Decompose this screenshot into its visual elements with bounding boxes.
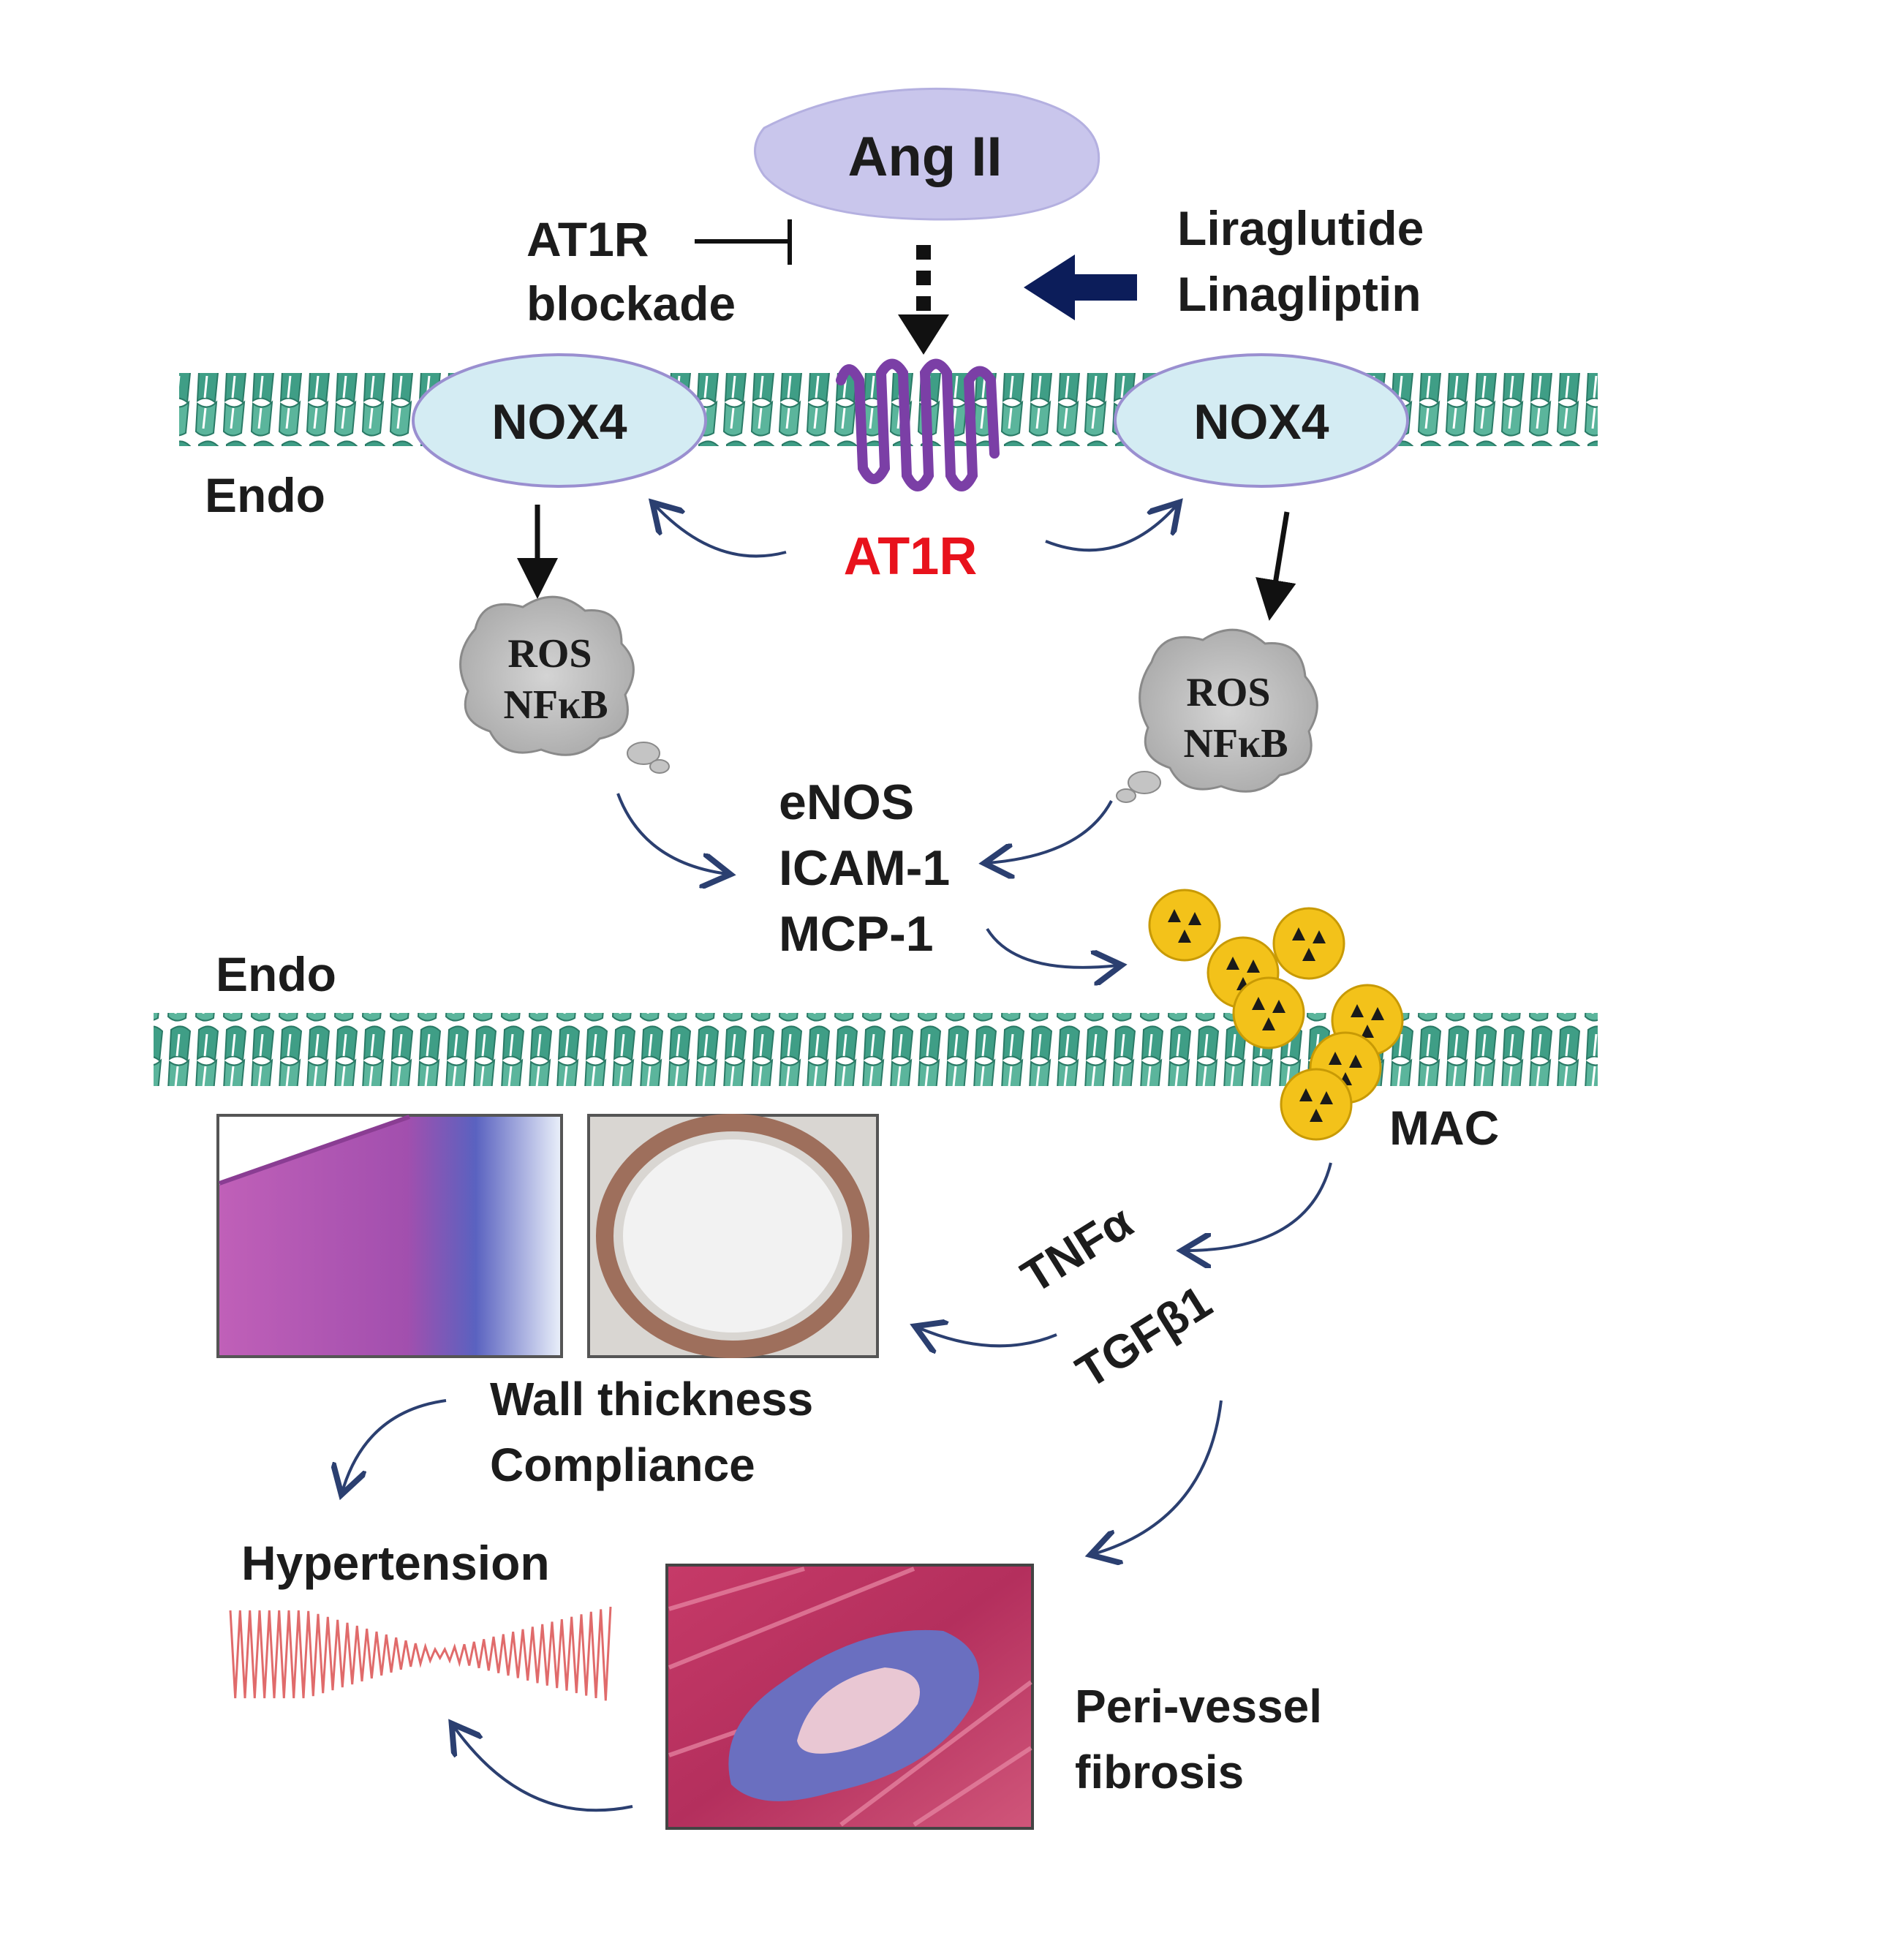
arrow-wall-to-hypertension xyxy=(342,1399,447,1492)
nox4-left-label: NOX4 xyxy=(491,394,627,450)
macrophage-nucleus xyxy=(1299,1088,1313,1101)
macrophage-cell xyxy=(1232,976,1305,1049)
mediators: eNOS ICAM-1 MCP-1 xyxy=(779,774,950,962)
at1r-blockade: AT1R blockade xyxy=(526,212,792,331)
macrophage-cell xyxy=(1148,889,1221,962)
drugs-block: Liraglutide Linagliptin xyxy=(1024,201,1424,321)
macrophage-nucleus xyxy=(1178,930,1191,943)
arrow-mac-to-cytokines xyxy=(1185,1162,1332,1251)
macrophage-nucleus xyxy=(1310,1109,1323,1122)
ang-ii-activation-arrow xyxy=(898,245,949,355)
macrophage-nucleus xyxy=(1272,1000,1285,1013)
ang-ii-ligand: Ang II xyxy=(754,87,1100,221)
macrophage-cluster xyxy=(1148,889,1404,1141)
ros-left-ros: ROS xyxy=(507,631,592,676)
arrow-ros-right-to-mediators xyxy=(987,800,1113,863)
mediator-mcp1: MCP-1 xyxy=(779,906,934,962)
macrophage-cell xyxy=(1272,907,1345,980)
macrophage-nucleus xyxy=(1329,1052,1342,1065)
arrow-cytokines-to-fibrosis xyxy=(1093,1400,1223,1554)
ros-cloud-right: ROS NFκB xyxy=(1116,628,1318,803)
mediator-enos: eNOS xyxy=(779,774,914,830)
macrophage-nucleus xyxy=(1247,960,1260,973)
macrophage-nucleus xyxy=(1313,930,1326,943)
ros-left-nfkb: NFκB xyxy=(503,682,608,728)
ang-ii-label: Ang II xyxy=(847,126,1002,188)
mac-label: MAC xyxy=(1389,1101,1499,1155)
hypertension-label: Hypertension xyxy=(241,1536,550,1590)
macrophage-nucleus xyxy=(1188,912,1201,925)
macrophage-nucleus xyxy=(1349,1055,1362,1068)
wall-histology-image-1 xyxy=(216,1114,563,1358)
macrophage-nucleus xyxy=(1361,1025,1374,1038)
arrow-fibrosis-to-hypertension xyxy=(453,1726,633,1812)
arrow-cytokines-to-wall xyxy=(918,1327,1057,1346)
wall-thickness-label: Wall thickness xyxy=(490,1373,813,1425)
nox4-left: NOX4 xyxy=(412,353,707,488)
macrophage-nucleus xyxy=(1292,927,1305,941)
arrow-ros-left-to-mediators xyxy=(616,793,728,874)
cytokine-tgfb1: TGFβ1 xyxy=(1067,1275,1220,1398)
arrow-at1r-to-nox4-right xyxy=(1045,505,1177,552)
perivessel-fibrosis-image xyxy=(665,1564,1034,1830)
macrophage-nucleus xyxy=(1168,909,1181,922)
blockade-line-2: blockade xyxy=(526,276,736,331)
arrow-nox4-right-to-ros xyxy=(1255,511,1296,621)
arrow-at1r-to-nox4-left xyxy=(654,505,787,558)
fibrosis-label: fibrosis xyxy=(1075,1746,1244,1798)
pressure-wave xyxy=(229,1606,612,1701)
macrophage-cell xyxy=(1280,1068,1353,1141)
perivessel-label: Peri-vessel xyxy=(1075,1680,1322,1733)
macrophage-nucleus xyxy=(1320,1091,1333,1104)
ros-right-ros: ROS xyxy=(1186,670,1270,715)
macrophage-nucleus xyxy=(1262,1017,1275,1030)
hypertension-pressure-trace xyxy=(229,1606,612,1701)
endo-bottom-label: Endo xyxy=(216,947,336,1001)
macrophage-nucleus xyxy=(1302,948,1315,961)
macrophage-nucleus xyxy=(1371,1007,1384,1020)
drug-inhibit-arrow xyxy=(1024,255,1137,320)
macrophage-nucleus xyxy=(1252,997,1265,1010)
drug-liraglutide: Liraglutide xyxy=(1177,201,1424,255)
ros-right-nfkb: NFκB xyxy=(1183,721,1288,766)
nox4-right: NOX4 xyxy=(1114,353,1409,488)
wall-histology-image-2 xyxy=(587,1114,879,1358)
macrophage-nucleus xyxy=(1226,957,1239,970)
at1r-receptor-icon xyxy=(836,358,1000,491)
mediator-icam1: ICAM-1 xyxy=(779,840,950,896)
compliance-label: Compliance xyxy=(490,1439,755,1491)
blockade-line-1: AT1R xyxy=(526,212,649,266)
at1r-label: AT1R xyxy=(844,527,978,586)
arrow-mediators-to-macrophages xyxy=(986,927,1119,968)
endo-top-label: Endo xyxy=(205,468,325,522)
macrophage-nucleus xyxy=(1351,1004,1364,1017)
ros-cloud-left: ROS NFκB xyxy=(459,595,670,774)
cytokine-tnfa: TNFα xyxy=(1012,1195,1141,1303)
drug-linagliptin: Linagliptin xyxy=(1177,267,1421,321)
nox4-right-label: NOX4 xyxy=(1193,394,1329,450)
